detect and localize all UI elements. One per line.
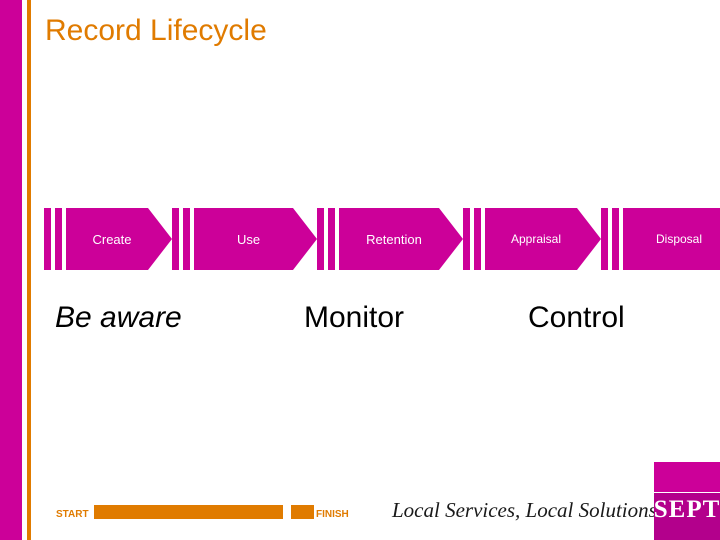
chevron-body — [339, 208, 439, 270]
process-step-create: Create — [44, 208, 172, 270]
caption-control: Control — [528, 301, 625, 334]
step-tick-bar — [612, 208, 619, 270]
chevron-head — [148, 208, 172, 270]
step-tick-bar — [183, 208, 190, 270]
chevron-arrow: Disposal — [623, 208, 720, 270]
logo-bottom-block — [654, 493, 720, 540]
footer-progress-bar-gap — [291, 505, 314, 519]
footer-progress-bar-main — [94, 505, 283, 519]
footer-start-label: START — [56, 509, 89, 520]
footer-finish-label: FINISH — [316, 509, 349, 520]
chevron-arrow: Create — [66, 208, 172, 270]
chevron-body — [485, 208, 577, 270]
process-step-appraisal: Appraisal — [463, 208, 601, 270]
footer-tagline: Local Services, Local Solutions — [392, 498, 657, 522]
chevron-head — [577, 208, 601, 270]
page-title: Record Lifecycle — [45, 14, 267, 47]
chevron-body — [66, 208, 148, 270]
caption-be-aware: Be aware — [55, 301, 182, 334]
process-step-use: Use — [172, 208, 317, 270]
sept-logo: SEPT — [654, 462, 720, 540]
chevron-body — [623, 208, 720, 270]
logo-wordmark: SEPT — [653, 496, 720, 523]
step-tick-bar — [44, 208, 51, 270]
step-tick-bar — [55, 208, 62, 270]
left-color-band — [0, 0, 22, 540]
step-tick-bar — [172, 208, 179, 270]
step-label-use: Use — [236, 231, 261, 247]
process-step-retention: Retention — [317, 208, 463, 270]
step-tick-bar — [474, 208, 481, 270]
step-label-create: Create — [92, 231, 132, 247]
left-accent-stripe — [27, 0, 31, 540]
step-label-appraisal: Appraisal — [510, 232, 562, 246]
chevron-arrow: Use — [194, 208, 317, 270]
chevron-body — [194, 208, 293, 270]
process-chevron-row: Create Use Retention — [44, 208, 720, 270]
logo-top-block — [654, 462, 720, 492]
step-tick-bar — [463, 208, 470, 270]
step-label-disposal: Disposal — [655, 232, 703, 246]
step-tick-bar — [317, 208, 324, 270]
chevron-head — [293, 208, 317, 270]
step-label-retention: Retention — [366, 231, 422, 247]
chevron-head — [439, 208, 463, 270]
step-tick-bar — [328, 208, 335, 270]
chevron-arrow: Retention — [339, 208, 463, 270]
caption-monitor: Monitor — [304, 301, 405, 334]
process-step-disposal: Disposal — [601, 208, 720, 270]
chevron-arrow: Appraisal — [485, 208, 601, 270]
step-tick-bar — [601, 208, 608, 270]
